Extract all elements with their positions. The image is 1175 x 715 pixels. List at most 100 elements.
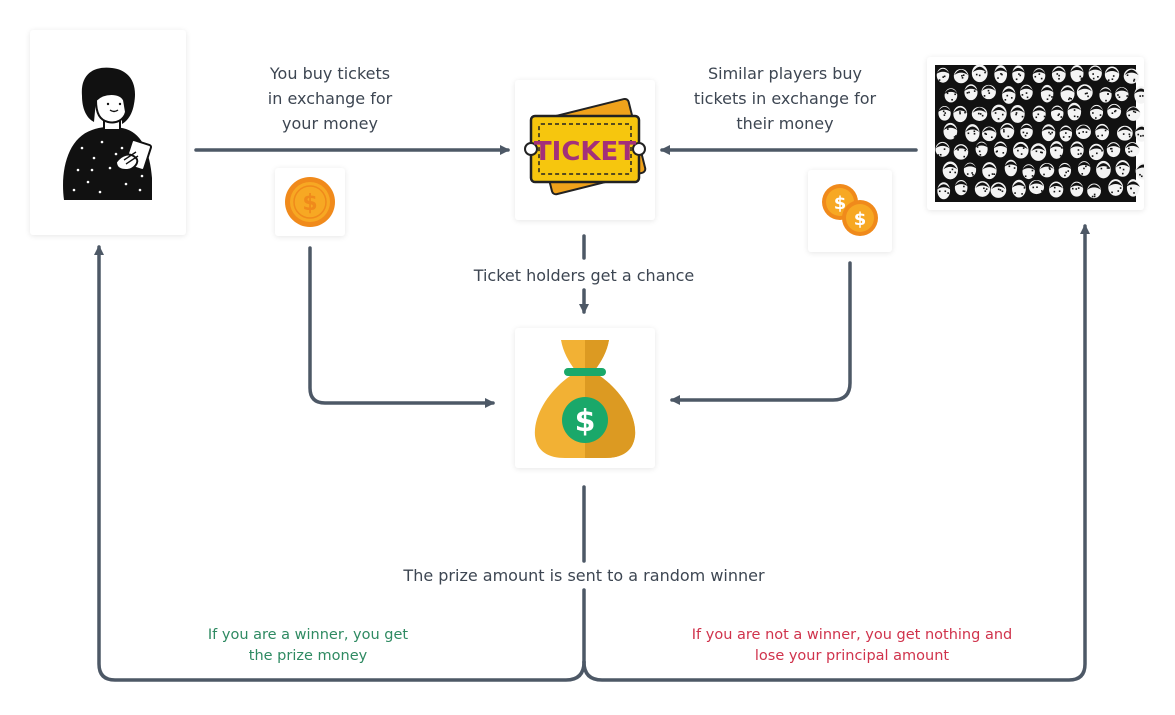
crowd-hair <box>1050 106 1065 113</box>
crowd-speck <box>957 148 959 151</box>
crowd-hair <box>1089 145 1104 151</box>
crowd-hair <box>943 88 958 95</box>
crowd-speck <box>1024 134 1027 137</box>
crowd-speck <box>1080 78 1083 80</box>
crowd-speck <box>944 112 947 114</box>
crowd-speck <box>973 90 976 92</box>
crowd-speck <box>966 173 969 175</box>
svg-text:$: $ <box>575 404 596 439</box>
money-bag-icon: $ <box>534 340 636 458</box>
label-similar-players: Similar players buy tickets in exchange … <box>693 64 877 133</box>
crowd-speck <box>1077 187 1080 189</box>
crowd-hair <box>963 85 978 92</box>
crowd-speck <box>1008 165 1011 168</box>
crowd-speck <box>1048 167 1051 169</box>
crowd-hair <box>1069 182 1084 189</box>
crowd-speck <box>1062 136 1065 138</box>
arrow-coins-to-pot <box>670 261 852 405</box>
crowd-hair <box>1019 124 1034 131</box>
crowd-speck <box>1128 151 1130 153</box>
crowd-speck <box>983 187 985 190</box>
coin-icon: $ <box>285 177 335 227</box>
crowd-speck <box>1111 191 1113 194</box>
crowd-speck <box>1117 190 1120 192</box>
crowd-speck <box>942 110 945 113</box>
crowd-speck <box>1067 98 1070 101</box>
crowd-speck <box>951 168 954 171</box>
crowd-speck <box>953 136 956 138</box>
person-with-ticket-icon <box>63 67 153 200</box>
crowd-speck <box>944 190 947 193</box>
crowd-speck <box>997 77 999 79</box>
crowd-hair <box>1001 88 1016 94</box>
crowd-hair <box>972 107 987 113</box>
crowd-speck <box>1031 175 1034 177</box>
crowd-speck <box>1128 114 1130 117</box>
crowd-speck <box>1067 170 1070 172</box>
crowd-speck <box>1051 96 1053 98</box>
crowd-speck <box>942 76 944 78</box>
crowd-speck <box>1035 150 1038 153</box>
crowd-speck <box>1096 152 1098 155</box>
crowd-hair <box>1106 143 1121 149</box>
crowd-speck <box>991 173 994 175</box>
crowd-speck <box>1092 112 1094 114</box>
crowd-speck <box>1037 113 1040 116</box>
crowd-hair <box>1021 165 1036 171</box>
crowd-speck <box>1025 92 1028 94</box>
crowd-speck <box>1002 152 1005 154</box>
crowd-speck <box>1080 152 1082 155</box>
crowd-speck <box>995 150 998 153</box>
svg-text:$: $ <box>854 209 867 230</box>
crowd-speck <box>968 91 970 94</box>
crowd-speck <box>1100 167 1103 170</box>
crowd-speck <box>1078 132 1081 135</box>
crowd-speck <box>1137 133 1140 136</box>
crowd-hair <box>1049 143 1064 149</box>
crowd-speck <box>1097 75 1099 78</box>
crowd-speck <box>1134 111 1137 114</box>
crowd-speck <box>1073 115 1076 118</box>
crowd-hair <box>1133 88 1144 94</box>
crowd-speck <box>961 77 964 79</box>
crowd-speck <box>1128 133 1131 136</box>
crowd-hair <box>1089 105 1104 112</box>
crowd-speck <box>985 188 988 190</box>
crowd-speck <box>1101 149 1103 152</box>
crowd-speck <box>1109 147 1112 150</box>
crowd-speck <box>1081 77 1083 80</box>
crowd-speck <box>1093 193 1096 196</box>
crowd-hair <box>982 127 997 133</box>
crowd-speck <box>1122 168 1125 171</box>
crowd-hair <box>936 184 951 190</box>
crowd-hair <box>1058 126 1073 133</box>
crowd-speck <box>954 135 957 137</box>
crowd-speck <box>1108 167 1110 169</box>
crowd-speck <box>977 112 980 115</box>
svg-text:$: $ <box>302 191 317 216</box>
crowd-speck <box>1015 172 1018 175</box>
crowd-speck <box>999 189 1002 191</box>
crowd-speck <box>1000 72 1002 75</box>
crowd-speck <box>1001 113 1004 116</box>
crowd-speck <box>997 118 1000 120</box>
crowd-speck <box>1058 190 1061 193</box>
crowd-speck <box>1040 151 1042 154</box>
crowd-speck <box>1111 150 1113 153</box>
crowd-speck <box>1114 109 1117 112</box>
crowd-speck <box>1126 95 1128 97</box>
crowd-speck <box>973 130 976 133</box>
crowd-speck <box>1001 190 1004 193</box>
crowd-hair <box>937 106 952 113</box>
crowd-hair <box>962 163 977 169</box>
crowd-speck <box>1122 133 1125 135</box>
crowd-hair <box>1060 87 1075 93</box>
crowd-speck <box>1118 96 1121 98</box>
crowd-speck <box>1057 114 1060 117</box>
crowd-speck <box>959 111 961 113</box>
crowd-speck <box>1036 186 1038 188</box>
arrow-coin-to-pot <box>308 246 495 408</box>
crowd-speck <box>1117 94 1119 96</box>
crowd-hair <box>1076 125 1091 131</box>
crowd-speck <box>1022 147 1025 149</box>
